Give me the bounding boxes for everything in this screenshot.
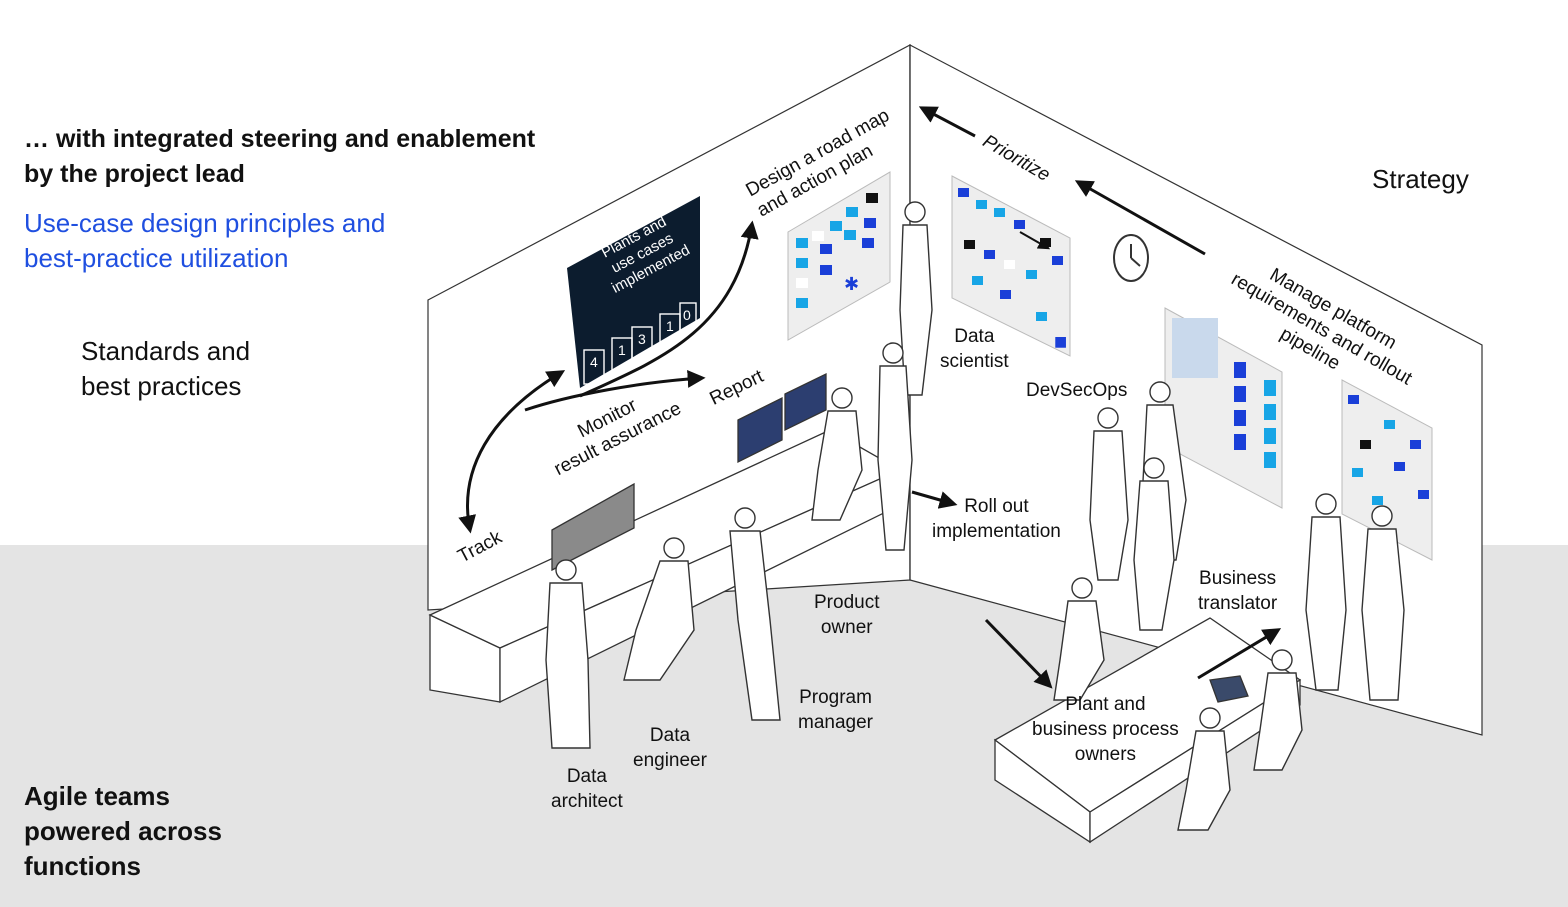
person-data-engineer (623, 537, 695, 681)
role-data-scientist: Data scientist (940, 326, 1009, 372)
arrow-rollout (911, 490, 958, 509)
prioritize-board (951, 175, 1071, 357)
arrow-prioritize-2 (1074, 180, 1206, 256)
person-program-manager (729, 507, 781, 721)
counter-5: 0 (683, 307, 691, 323)
clock-icon (1113, 234, 1149, 282)
lock-icon: ■ (1054, 334, 1067, 350)
person-seated-desk (811, 387, 863, 521)
person-translator-2 (1361, 505, 1405, 701)
arrow-track (458, 370, 566, 534)
counter-4: 1 (666, 318, 674, 334)
person-data-scientist (899, 201, 933, 396)
wrench-icon: ✱ (844, 274, 859, 295)
person-product-owner (877, 342, 913, 551)
arrow-plant (984, 618, 1053, 689)
intro-subheading: Use-case design principles and best-prac… (24, 208, 386, 273)
standards-label: Standards and best practices (81, 336, 251, 401)
counter-2: 1 (618, 342, 626, 358)
role-business-translator: Business translator (1198, 568, 1278, 614)
left-desk (428, 372, 902, 704)
person-plant-owner-2 (1253, 649, 1303, 771)
person-plant-owner-3 (1177, 707, 1231, 831)
role-data-engineer: Data engineer (633, 725, 707, 771)
people (545, 201, 1405, 831)
flow-rollout-label: Roll out implementation (932, 496, 1061, 542)
agile-label: Agile teams powered across functions (24, 781, 222, 881)
person-data-architect (545, 559, 591, 749)
left-sticky-board (787, 171, 891, 341)
role-program-manager: Program manager (798, 687, 873, 733)
person-plant-owner-1 (1053, 577, 1105, 701)
pipeline-board (1164, 307, 1283, 509)
role-product-owner: Product owner (814, 592, 880, 638)
arrow-design (579, 220, 759, 398)
counter-1: 4 (590, 354, 598, 370)
strategy-label: Strategy (1372, 164, 1469, 194)
arrow-board (1019, 231, 1051, 250)
role-data-architect: Data architect (551, 766, 623, 812)
arrow-translator (1197, 628, 1282, 680)
person-devsecops-2 (1089, 407, 1129, 581)
arrow-prioritize-1 (918, 106, 976, 138)
role-devsecops: DevSecOps (1026, 380, 1128, 401)
flow-arrows (458, 106, 1282, 689)
intro-heading: … with integrated steering and enablemen… (24, 125, 536, 188)
counter-3: 3 (638, 331, 646, 347)
rollout-board (1341, 379, 1433, 561)
dashboard-board (567, 196, 700, 388)
person-translator-1 (1305, 493, 1347, 691)
role-plant-owners: Plant and business process owners (1032, 694, 1179, 765)
person-devsecops-3 (1133, 457, 1175, 631)
